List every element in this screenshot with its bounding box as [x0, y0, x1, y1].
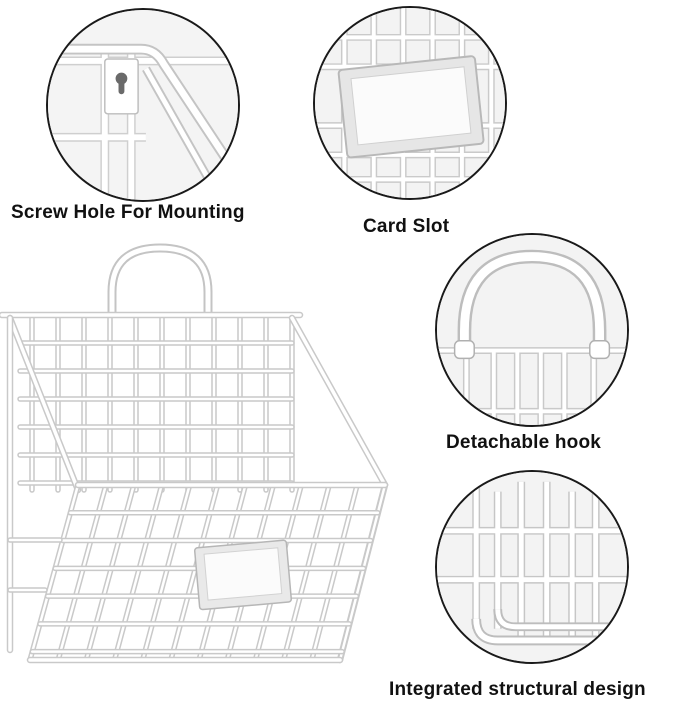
- wire: [290, 316, 387, 487]
- hook-illustration: [437, 235, 627, 425]
- hook-pivot-left: [453, 340, 475, 360]
- basket-card-slot: [193, 539, 293, 611]
- caption-card-slot: Card Slot: [363, 216, 450, 237]
- structure-detail-circle: [435, 470, 629, 664]
- card-slot-detail-circle: [313, 6, 507, 200]
- wire-basket-illustration: [0, 243, 389, 664]
- basket-back-panel: [0, 311, 389, 664]
- caption-structure: Integrated structural design: [389, 679, 646, 700]
- structure-illustration: [437, 472, 627, 662]
- screw-hole-illustration: [48, 10, 238, 200]
- wire: [8, 316, 80, 492]
- hook-pivot-right: [589, 340, 611, 360]
- card-slot-illustration: [315, 8, 505, 198]
- card-holder: [337, 55, 485, 159]
- screw-hole-detail-circle: [46, 8, 240, 202]
- hook-detail-circle: [435, 233, 629, 427]
- caption-screw-hole: Screw Hole For Mounting: [11, 202, 245, 223]
- caption-hook: Detachable hook: [446, 432, 602, 453]
